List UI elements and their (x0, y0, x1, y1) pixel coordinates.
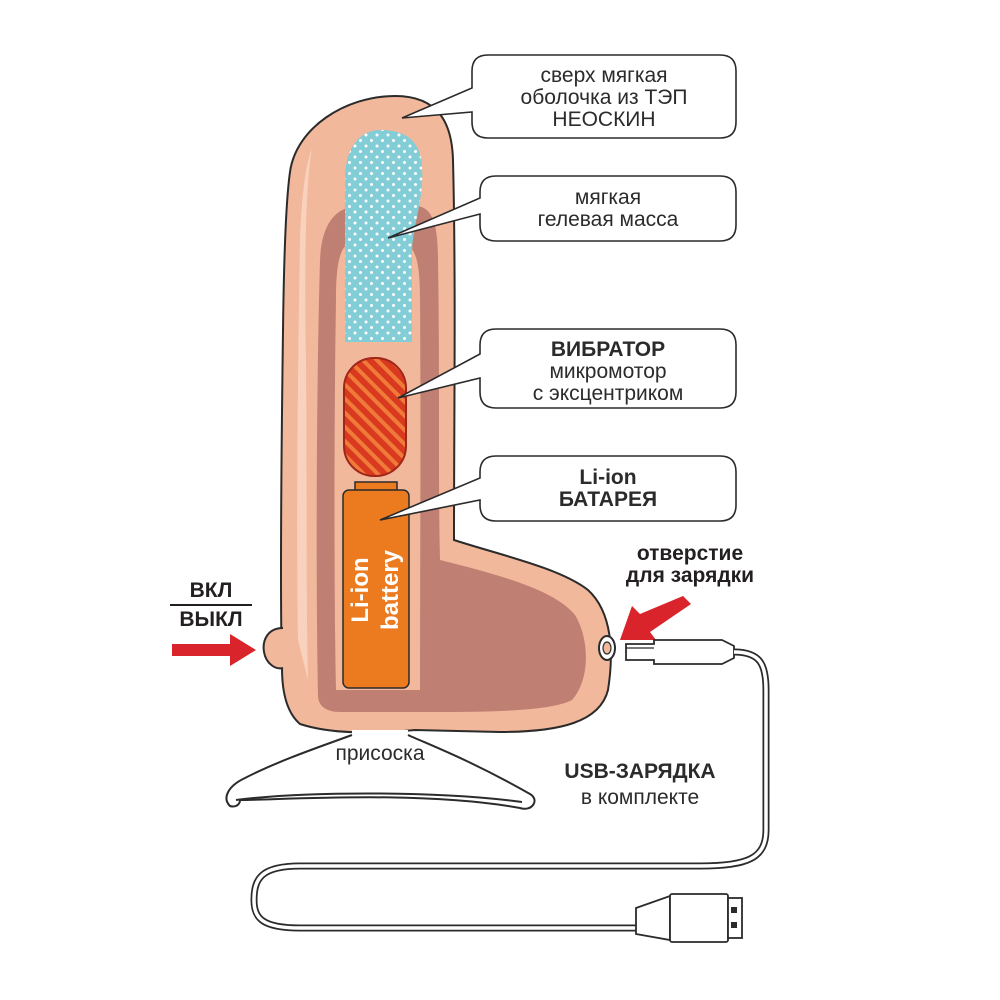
shell-line-1: сверх мягкая (540, 64, 667, 87)
shell-line-3: НЕОСКИН (552, 108, 655, 131)
battery-label-line-2: battery (377, 549, 404, 630)
switch-off-label: ВЫКЛ (179, 608, 242, 631)
charge-port-label: отверстие для зарядки (626, 542, 754, 587)
gel-line-1: мягкая (575, 186, 641, 209)
suction-cup-label: присоска (335, 742, 424, 765)
vibrator-title: ВИБРАТОР (551, 338, 665, 361)
battery-callout-line-1: Li-ion (579, 466, 636, 489)
usb-label: USB-ЗАРЯДКА в комплекте (564, 760, 715, 809)
usb-cable (250, 639, 770, 943)
vibrator-line-2: с эксцентриком (533, 382, 684, 405)
battery-callout-line-2: БАТАРЕЯ (559, 488, 657, 511)
switch-on-label: ВКЛ (190, 579, 233, 602)
battery-label-line-1: Li-ion (347, 557, 374, 622)
vibrator-line-1: микромотор (549, 360, 666, 383)
usb-title: USB-ЗАРЯДКА (564, 760, 715, 783)
switch-arrow-icon (172, 634, 256, 666)
gel-core (345, 130, 423, 342)
usb-subtitle: в комплекте (581, 786, 699, 809)
callout-vibrator: ВИБРАТОР микромотор с эксцентриком (397, 328, 737, 409)
suction-cup-rim (235, 792, 523, 803)
charge-arrow-icon (620, 596, 691, 640)
vibrator-motor (343, 357, 407, 477)
battery: Li-ion battery (342, 481, 410, 689)
gel-line-2: гелевая масса (538, 208, 679, 231)
shell-line-2: оболочка из ТЭП (521, 86, 688, 109)
callout-battery: Li-ion БАТАРЕЯ (379, 455, 737, 522)
callout-gel: мягкая гелевая масса (387, 175, 737, 242)
suction-cup (225, 734, 536, 810)
callout-shell: сверх мягкая оболочка из ТЭП НЕОСКИН (401, 54, 737, 139)
charge-port[interactable] (598, 635, 616, 661)
shell-highlight (297, 148, 312, 680)
charge-port-line-2: для зарядки (626, 564, 754, 587)
switch-bump[interactable] (262, 627, 284, 670)
charge-port-line-1: отверстие (637, 542, 743, 565)
switch-label: ВКЛ ВЫКЛ (170, 579, 252, 631)
